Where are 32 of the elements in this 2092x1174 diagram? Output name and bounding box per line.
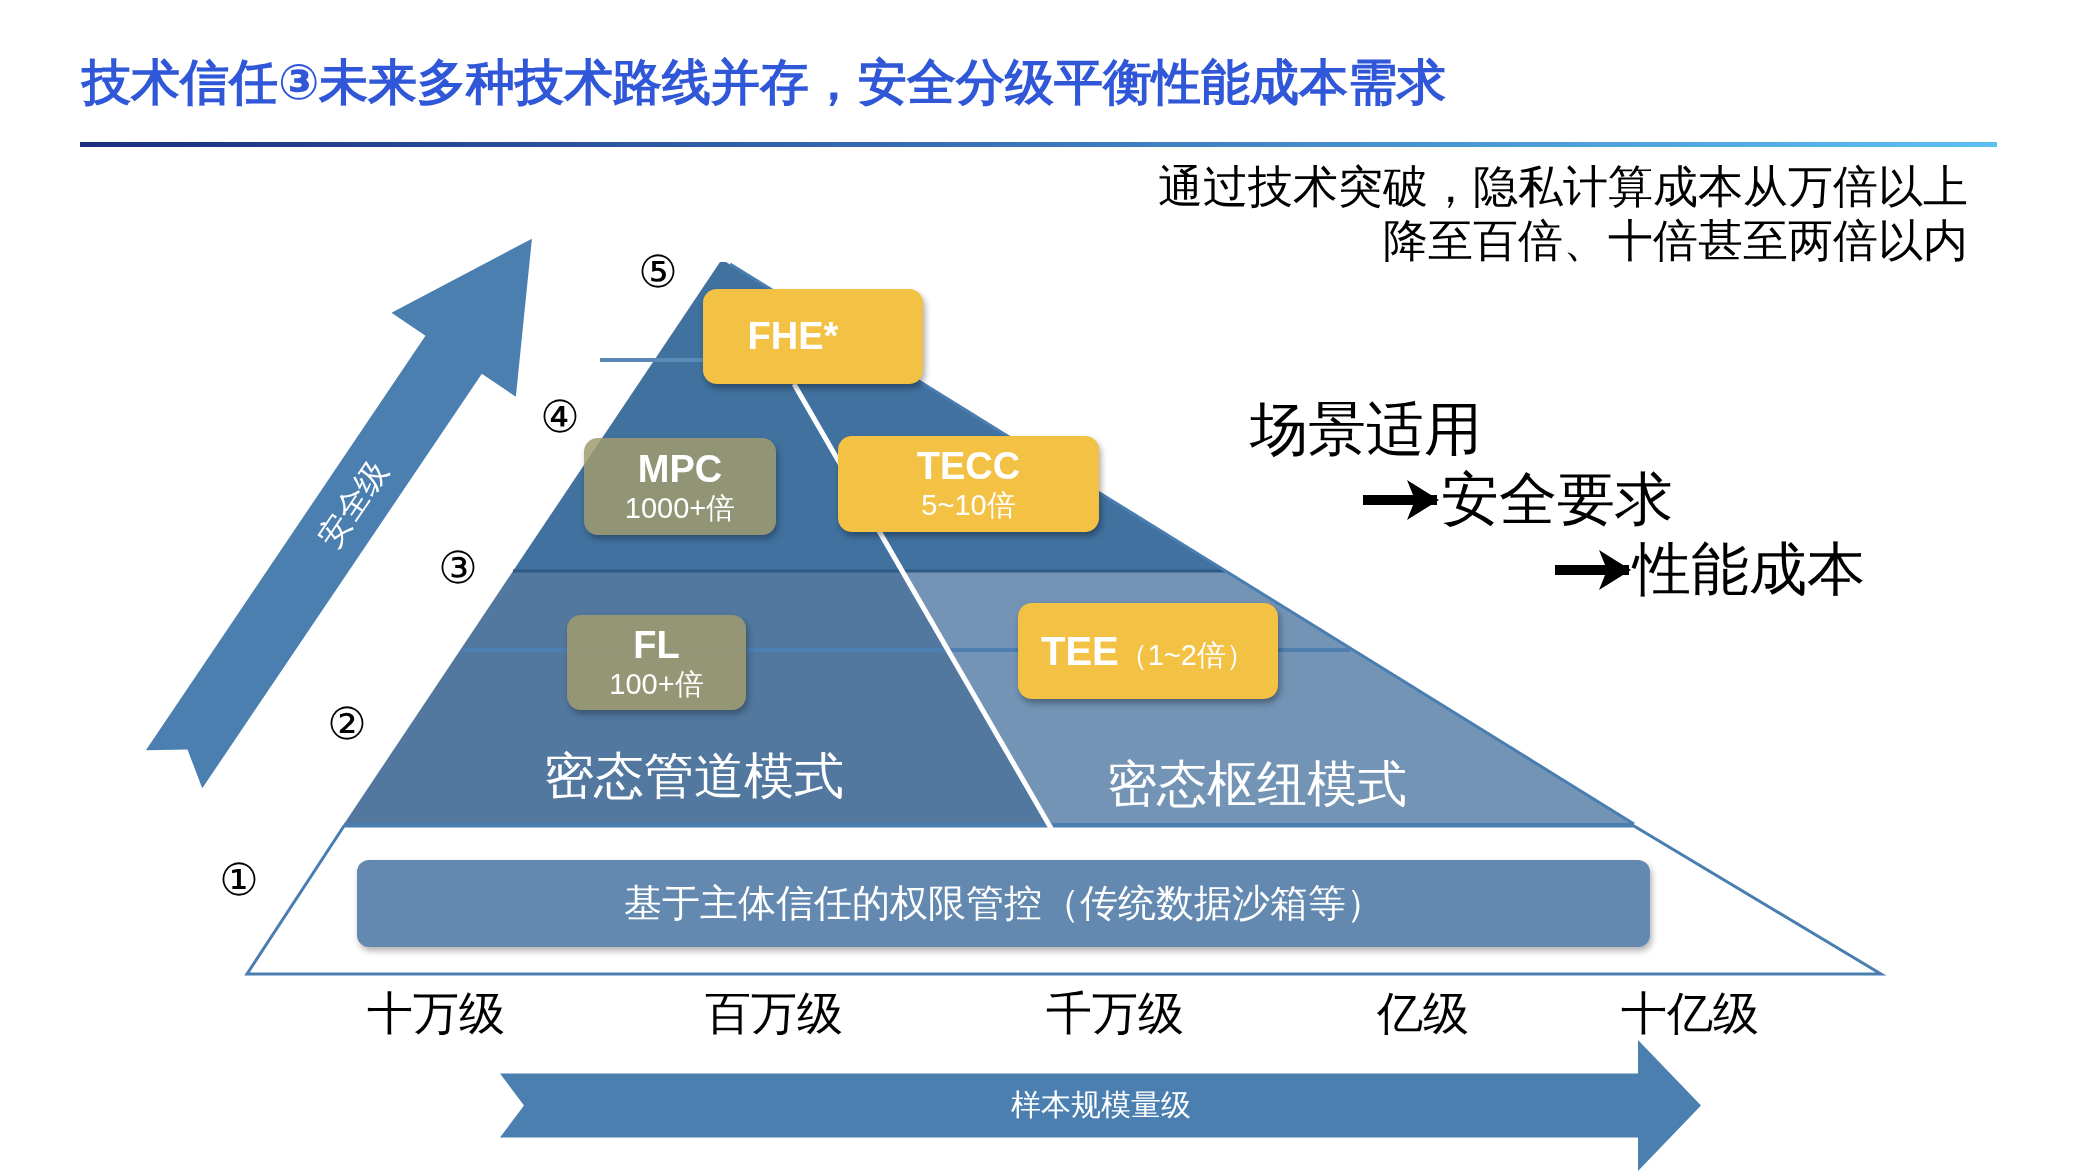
region-label: 密态管道模式 [544,746,844,806]
method-name: FHE* [747,314,839,359]
method-card [567,615,746,710]
method-name: TECC [916,445,1021,490]
scale-label: 千万级 [1046,986,1184,1041]
method-card [838,436,1099,532]
arrow-label: 安全级 [310,453,396,555]
scale-label: 百万级 [705,986,843,1041]
method-name: FL [633,624,680,668]
method-card [584,438,776,535]
arrow [1555,550,1631,590]
note-text: 通过技术突破，隐私计算成本从万倍以上降至百倍、十倍甚至两倍以内 [1157,160,1968,268]
region-label: 密态枢纽模式 [1107,754,1407,814]
method-name: MPC [637,448,723,492]
priority-text: 性能成本 [1633,536,1873,600]
scale-label: 十万级 [367,986,505,1041]
cost-factor: 5~10倍 [921,489,1016,523]
arrow-label: 样本规模量级 [1010,1088,1191,1123]
cost-factor: 1000+倍 [624,491,736,525]
slide-title: 技术信任③未来多种技术路线并存，安全分级平衡性能成本需求 [82,54,1447,111]
method-card [703,289,923,384]
arrow [1363,480,1439,520]
scale-label: 亿级 [1377,986,1469,1041]
cost-factor: 100+倍 [609,667,704,701]
base-layer-bar: 基于主体信任的权限管控（传统数据沙箱等） [357,860,1650,947]
level-number: ④ [540,390,580,442]
level-number: ③ [438,541,478,593]
scale-label: 十亿级 [1621,986,1759,1041]
method-card: TEE（1~2倍） [1018,603,1278,699]
level-number: ② [327,697,367,749]
level-number: ① [219,853,259,905]
level-number: ⑤ [638,245,678,297]
